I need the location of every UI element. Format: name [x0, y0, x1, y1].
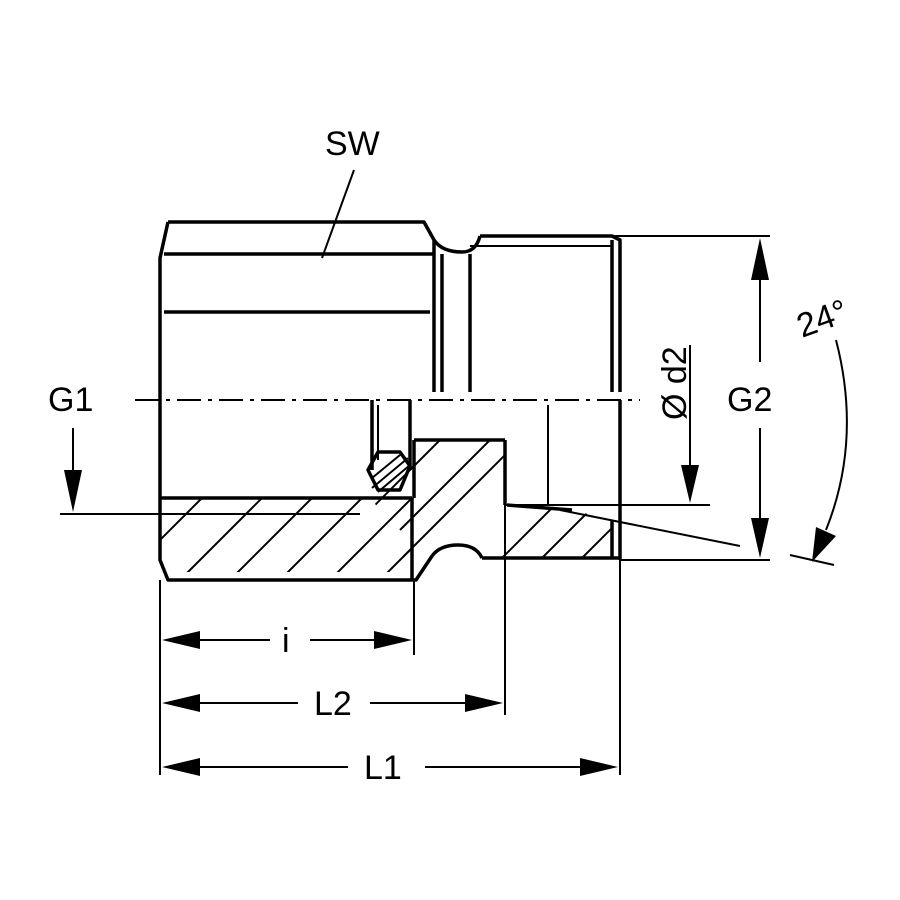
g2-dimension [612, 235, 770, 561]
hatching-neck [372, 440, 505, 572]
g2-label: G2 [727, 381, 772, 419]
l1-dimension [162, 758, 618, 776]
g1-label: G1 [48, 381, 93, 419]
threaded-stub [468, 234, 622, 560]
hatching-nut [160, 498, 412, 572]
l2-label: L2 [314, 685, 352, 723]
i-label: i [282, 622, 290, 660]
angle-dimension [559, 339, 848, 566]
sw-leader [321, 169, 355, 259]
d2-label: Ø d2 [656, 346, 694, 420]
neck-groove [412, 235, 507, 559]
extension-lines [159, 505, 621, 775]
angle-label: 24° [792, 292, 853, 345]
d2-dimension [505, 345, 710, 506]
i-dimension [162, 631, 412, 649]
seal-ring [366, 400, 412, 493]
l1-label: L1 [364, 749, 402, 787]
l2-dimension [162, 694, 503, 712]
hatching-stub [482, 505, 612, 558]
g1-dimension [60, 428, 360, 515]
sw-label: SW [325, 125, 380, 163]
